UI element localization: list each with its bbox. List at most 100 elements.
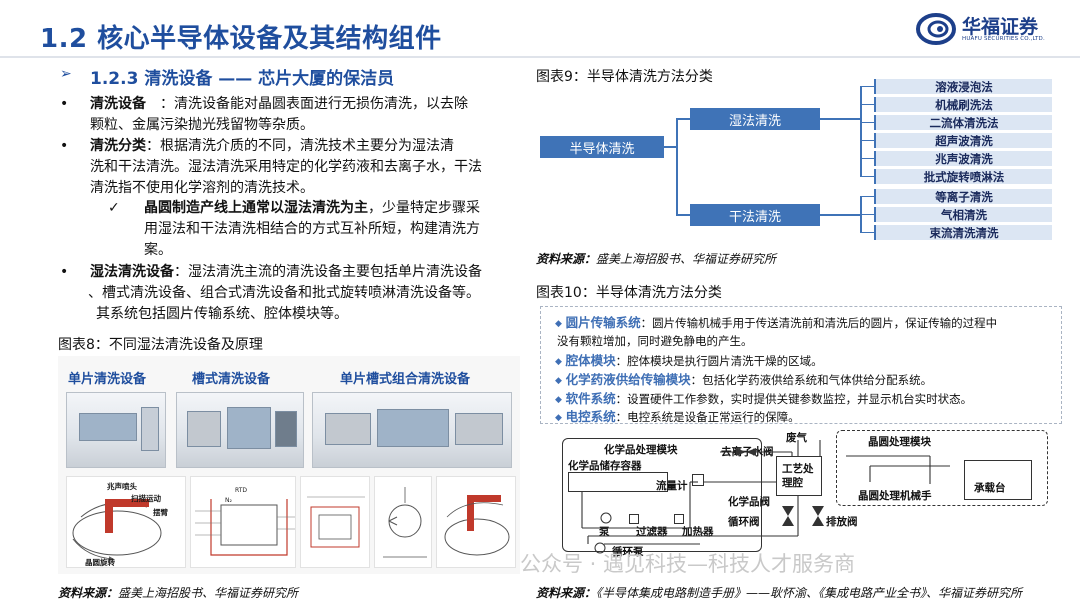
source-left: 资料来源：盛美上海招股书、华福证券研究所 [58,584,298,601]
single-wafer-machine-image [66,392,166,468]
component-description-box: ◆ 圆片传输系统：圆片传输机械手用于传送清洗前和清洗后的圆片，保证传输的过程中 … [540,306,1062,424]
connector-line [860,104,874,105]
connector-line [676,214,690,216]
component-chem-supply: ◆ 化学药液供给传输模块：包括化学药液供给系统和气体供给分配系统。 [555,370,932,392]
leaf-wet-megasonic: 兆声波清洗 [874,151,1052,166]
source-text: 盛美上海招股书、华福证券研究所 [118,586,299,600]
chem-storage-label: 化学品储存容器 [568,460,642,472]
leaf-wet-spray: 批式旋转喷淋法 [874,169,1052,184]
combo-principle-diagram [436,476,516,568]
component-chamber: ◆ 腔体模块：腔体模块是执行圆片清洗干燥的区域。 [555,351,823,373]
bullet-dot: • [60,264,69,280]
connector-line [676,118,678,216]
bullet-text: 清洗指不使用化学溶剂的清洗技术。 [90,180,314,196]
circ-valve-label: 循环阀 [728,516,760,528]
waste-gas-label: 废气 [786,432,807,444]
flow-diagram [374,476,432,568]
process-chamber-label: 工艺处理腔 [782,463,814,489]
sub-bullet-text: 用湿法和干法清洗相结合的方式互补所短，构建清洗方 [144,221,480,237]
bullet-text: 其系统包括圆片传输系统、腔体模块等。 [96,306,348,322]
company-logo: 华福证券 HUAFU SECURITIES CO.,LTD. [916,12,1056,46]
filter-box [629,514,639,524]
megasonic-nozzle-diagram-icon [72,499,162,562]
component-wafer-transfer: ◆ 圆片传输系统：圆片传输机械手用于传送清洗前和清洗后的圆片，保证传输的过程中 [555,313,997,335]
figure-8-caption: 图表8：不同湿法清洗设备及原理 [58,337,263,353]
figure-10-caption: 图表10：半导体清洗方法分类 [536,285,722,301]
source-text: 《半导体集成电路制造手册》——耿怀渝、《集成电路产业全书》、华福证券研究所 [596,586,1023,600]
bullet-label: 湿法清洗设备 [90,264,174,280]
diamond-bullet-icon: ◆ [555,319,562,329]
source-fig10: 资料来源：《半导体集成电路制造手册》——耿怀渝、《集成电路产业全书》、华福证券研… [536,584,1022,601]
connector-line [820,214,860,216]
heater-label: 加热器 [682,526,714,538]
chem-storage-tank [568,472,668,492]
bullet-text: 、槽式清洗设备、组合式清洗设备和批式旋转喷淋清洗设备等。 [88,285,480,301]
chem-module-label: 化学品处理模块 [604,444,678,456]
wafer-robot-icon [846,455,950,484]
bullet-text: 颗粒、金属污染抛光残留物等杂质。 [90,117,314,133]
source-fig9: 资料来源：盛美上海招股书、华福证券研究所 [536,250,776,267]
schematic-pipes-icon [581,440,824,554]
component-text: ：腔体模块是执行圆片清洗干燥的区域。 [615,354,823,368]
classification-wet: 湿法清洗 [690,108,820,130]
chem-module-box [562,438,762,552]
connector-line [860,140,874,141]
bullet-wet-equipment: • 湿法清洗设备：湿法清洗主流的清洗设备主要包括单片清洗设备 、槽式清洗设备、组… [60,262,530,325]
combo-machine-image [312,392,512,468]
sub-bullet-text: ，少量特定步骤采 [368,200,480,216]
bullet-cleaning-equipment: • 清洗设备：清洗设备能对晶圆表面进行无损伤清洗，以去除 颗粒、金属污染抛光残留… [60,94,520,136]
connector-line [860,176,874,177]
heater-box [674,514,684,524]
diagram-label: N₂ [225,497,232,504]
source-text: 盛美上海招股书、华福证券研究所 [596,252,777,266]
drain-valve-label: 排放阀 [826,516,858,528]
subhead-arrow: ➢ [60,66,72,82]
carrier-box [964,460,1032,500]
diamond-bullet-icon: ◆ [555,376,562,386]
bullet-dot: • [60,138,69,154]
page-title: 1.2 核心半导体设备及其结构组件 [40,24,442,54]
component-electrical: ◆ 电控系统：电控系统是设备正常运行的保障。 [555,407,800,429]
bullet-label: 清洗分类 [90,138,146,154]
diamond-bullet-icon: ◆ [555,395,562,405]
pump-label: 泵 [599,526,610,538]
leaf-wet-twofluid: 二流体清洗法 [874,115,1052,130]
combo-tank-diagram [300,476,370,568]
bullet-text: ：湿法清洗主流的清洗设备主要包括单片清洗设备 [174,264,482,280]
chem-valve-label: 化学品阀 [728,496,770,508]
arm-nozzle-diagram-icon [444,495,510,556]
connector-line [860,86,874,87]
wafer-module-box [836,430,1048,506]
flowmeter-label: 流量计 [656,480,688,492]
connector-line [820,118,860,120]
leaf-dry-plasma: 等离子清洗 [874,189,1052,204]
bullet-cleaning-types: • 清洗分类：根据清洗介质的不同，清洗技术主要分为湿法清 洗和干法清洗。湿法清洗… [60,136,520,199]
tank-schematic-icon [195,499,295,556]
bullet-dot: • [60,96,69,112]
bullet-text: ：根据清洗介质的不同，清洗技术主要分为湿法清 [146,138,454,154]
leaf-dry-beam: 束流清洗清洗 [874,225,1052,240]
diagram-label: RTD [235,487,248,494]
sub-bullet-bold: 晶圆制造产线上通常以湿法清洗为主 [144,200,368,216]
logo-swirl-icon [916,13,956,45]
watermark: 公众号 · 遇见科技—科技人才服务商 [520,552,856,576]
connector-line [664,146,676,148]
component-text: ：电控系统是设备正常运行的保障。 [615,410,800,424]
diagram-label: 摆臂 [153,508,168,517]
combo-tank-schematic-icon [307,496,365,548]
connector-line [860,214,874,215]
bullet-label: 清洗设备 [90,96,146,112]
leaf-wet-ultrasonic: 超声波清洗 [874,133,1052,148]
component-key: 腔体模块 [565,353,616,368]
batch-tank-principle-diagram: RTD N₂ [190,476,296,568]
title-divider [0,56,1080,58]
leaf-wet-brush: 机械刷洗法 [874,97,1052,112]
connector-line [860,232,874,233]
diagram-label: 扫描运动 [131,494,161,503]
leaf-wet-soak: 溶液浸泡法 [874,79,1052,94]
classification-dry: 干法清洗 [690,204,820,226]
wafer-robot-label: 晶圆处理机械手 [858,490,932,502]
component-text: ：设置硬件工作参数，实时提供关键参数监控，并显示机台实时状态。 [615,392,973,406]
connector-line [860,158,874,159]
figure-9-caption: 图表9：半导体清洗方法分类 [536,69,713,85]
